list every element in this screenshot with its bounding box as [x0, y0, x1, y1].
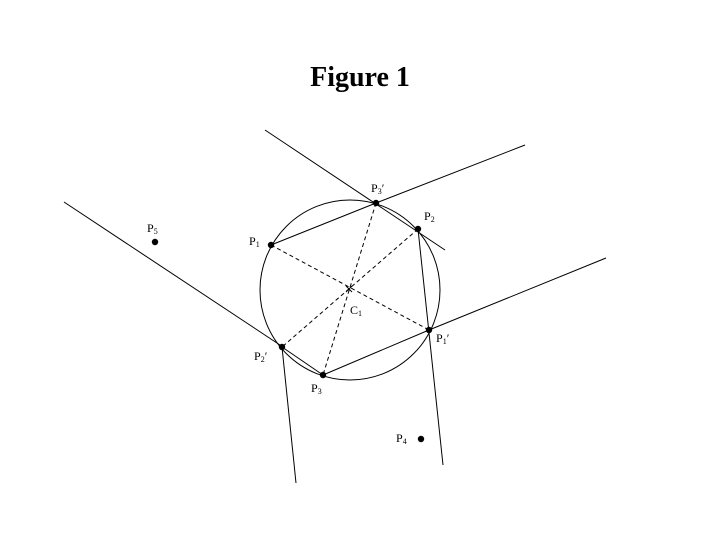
label-c1: C1 — [350, 303, 362, 318]
label-p3: P3 — [311, 381, 322, 396]
dashed-p2-p2prime — [281, 228, 419, 348]
point-p5 — [151, 238, 159, 246]
line-left-vertical — [281, 346, 297, 484]
label-p3-prime: P3′ — [371, 181, 385, 196]
point-p2 — [414, 225, 422, 233]
point-p1-prime — [425, 326, 433, 334]
line-left-diagonal — [63, 201, 284, 348]
center-mark-b — [345, 285, 353, 293]
point-p4 — [417, 435, 425, 443]
label-p2: P2 — [424, 209, 435, 224]
edge-p3-p2prime — [281, 346, 324, 376]
point-p1 — [267, 241, 275, 249]
label-p1-prime: P1′ — [436, 331, 450, 346]
circumscribed-circle — [259, 199, 441, 381]
dashed-p3prime-p3 — [322, 202, 377, 376]
edge-p1-p3prime — [270, 202, 377, 246]
dashed-p1-p1prime — [270, 244, 430, 331]
point-p2-prime — [278, 343, 286, 351]
label-p1: P1 — [249, 234, 260, 249]
figure-title: Figure 1 — [310, 62, 410, 93]
line-lower-right — [428, 257, 607, 331]
line-upper-right — [375, 144, 526, 204]
point-p3-prime — [372, 199, 380, 207]
point-p3 — [319, 371, 327, 379]
edge-p3-p1prime — [322, 329, 430, 376]
label-p4: P4 — [396, 431, 407, 446]
label-p2-prime: P2′ — [254, 349, 268, 364]
line-right-vertical — [417, 228, 444, 466]
label-p5: P5 — [147, 221, 158, 236]
